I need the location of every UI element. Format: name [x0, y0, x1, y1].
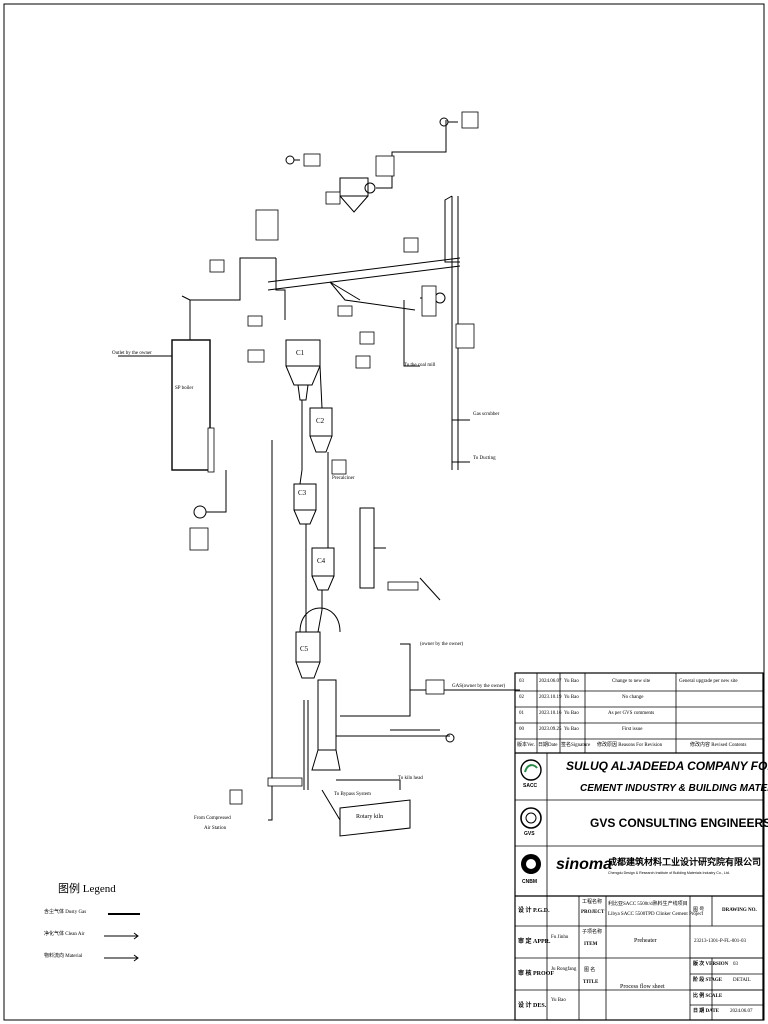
rev-ver: 03 — [519, 679, 524, 684]
c2-label: C2 — [316, 417, 325, 425]
scale-label: 比 例 SCALE — [693, 994, 723, 999]
drawing-no: 23213-1301-P-FL-001-03 — [694, 939, 746, 944]
legend-clean-air: 净化气体 Clean Air — [44, 932, 85, 937]
rev-sign: Yu Bao — [564, 711, 579, 716]
pgd-label: 设 计 P.G.D. — [518, 908, 550, 914]
gvs-logo-text: GVS — [524, 831, 535, 837]
drawing-label: DRAWING NO. — [722, 908, 757, 913]
title-label: TITLE — [583, 980, 599, 985]
legend-title: 图例 Legend — [58, 883, 116, 895]
cyclone-c4 — [311, 547, 335, 577]
cnbm-logo-text: CNBM — [522, 879, 537, 885]
drawing-label-cn: 图 号 — [693, 908, 705, 913]
top-filter — [339, 177, 369, 197]
cyclone-c3 — [293, 483, 317, 511]
rev-date: 2023.10.16 — [539, 711, 562, 716]
rev-date: 2024.06.07 — [539, 679, 562, 684]
rev-reason: No change — [622, 695, 644, 700]
rev-header-reason: 修改原因 Reasons For Revision — [597, 743, 663, 748]
item-name: Preheater — [634, 938, 657, 944]
rev-ver: 01 — [519, 711, 524, 716]
des-name: Yu Bao — [551, 998, 566, 1003]
appr-name: Fu Jinhu — [551, 935, 569, 940]
rev-sign: Yu Bao — [564, 695, 579, 700]
sacc-logo-icon — [520, 759, 542, 781]
to-duct-label: To Ducting — [473, 456, 496, 461]
item-label-cn: 子项名称 — [582, 930, 603, 935]
title-label-cn: 图 名 — [584, 968, 596, 973]
bypass-label: To Bypass System — [334, 792, 371, 797]
rotary-kiln-label: Rotary kiln — [356, 814, 384, 820]
c1-label: C1 — [296, 349, 305, 357]
title-name: Process flow sheet — [620, 984, 665, 990]
project-label-cn: 工程名称 — [582, 900, 603, 905]
rev-ver: 02 — [519, 695, 524, 700]
proof-label: 审 核 PROOF — [518, 971, 554, 977]
rotary-kiln — [339, 799, 411, 837]
precalciner — [317, 679, 337, 751]
gas-scrubber-label: Gas scrubber — [473, 412, 500, 417]
cyclone-c1 — [285, 339, 321, 367]
from-compressed-label: From Compressed — [194, 816, 231, 821]
cdi-name-cn: 成都建筑材料工业设计研究院有限公司 — [608, 857, 762, 867]
date-value: 2024.06.07 — [730, 1009, 753, 1014]
rev-reason: As per GVS comments — [608, 711, 655, 716]
cyclone-c5 — [295, 631, 321, 663]
cyclone-c2 — [309, 407, 333, 437]
project-name-cn: 利比亚SACC 5500t/d熟料生产线项目 — [608, 902, 688, 907]
gas-owner-label: GAS(owner by the owner) — [452, 684, 506, 689]
coal-mill-label: To the coal mill — [404, 363, 436, 368]
rev-sign: Yu Bao — [564, 679, 579, 684]
item-label: ITEM — [584, 942, 598, 947]
rev-date: 2023.09.25 — [539, 727, 562, 732]
date-label: 日 期 DATE — [693, 1009, 720, 1014]
rev-reason: Change to new site — [612, 679, 651, 684]
owner-right-label: (owner by the owner) — [420, 642, 464, 647]
c3-label: C3 — [298, 489, 307, 497]
rev-header-content: 修改内容 Revised Contents — [690, 743, 747, 748]
rev-content: General upgrade per new site — [679, 679, 738, 684]
rev-header-ver: 版本Ver. — [517, 743, 535, 748]
outlet-label: Outlet by the owner — [112, 351, 152, 356]
legend-material: 物料流向 Material — [44, 954, 83, 959]
company-line2: CEMENT INDUSTRY & BUILDING MATERIALS — [580, 783, 768, 794]
sacc-logo-text: SACC — [523, 783, 538, 789]
appr-label: 审 定 APPR. — [518, 939, 551, 945]
rev-header-date: 日期Date — [538, 743, 558, 748]
company-line1: SULUQ ALJADEEDA COMPANY FOR — [566, 759, 768, 773]
gvs-logo-icon — [520, 807, 542, 829]
c4-label: C4 — [317, 557, 326, 565]
project-name-en: Libya SACC 5500TPD Clinker Cement Projec… — [608, 912, 704, 917]
sinoma-logo: sinoma — [556, 856, 613, 873]
rev-date: 2023.10.19 — [539, 695, 562, 700]
project-label: PROJECT — [581, 910, 605, 915]
precalciner-label: Precalciner — [332, 476, 355, 481]
rev-ver: 00 — [519, 727, 524, 732]
rev-sign: Yu Bao — [564, 727, 579, 732]
legend-dusty-gas: 含尘气体 Dusty Gas — [44, 910, 87, 915]
kiln-head-label: To kiln head — [398, 776, 423, 781]
des-label: 设 计 DES. — [518, 1003, 547, 1009]
sp-boiler — [171, 339, 211, 471]
rev-reason: First issue — [622, 727, 643, 732]
version-value: 03 — [733, 962, 738, 967]
burner-unit — [359, 507, 375, 589]
c5-label: C5 — [300, 645, 309, 653]
sp-boiler-label: SP boiler — [175, 386, 194, 391]
proof-name: Ju Rongfang — [551, 967, 577, 972]
air-station-label: Air Station — [204, 826, 227, 831]
stage-label: 阶 段 STAGE — [693, 978, 723, 983]
stage-value: DETAIL — [733, 978, 751, 983]
gvs-name: GVS CONSULTING ENGINEERS — [590, 816, 768, 830]
rev-header-sign: 签名Signature — [561, 743, 591, 748]
version-label: 版 次 VERSION — [693, 962, 729, 967]
boiler-fan — [193, 505, 207, 519]
cdi-name-en: Chengdu Design & Research Institute of B… — [608, 871, 730, 875]
